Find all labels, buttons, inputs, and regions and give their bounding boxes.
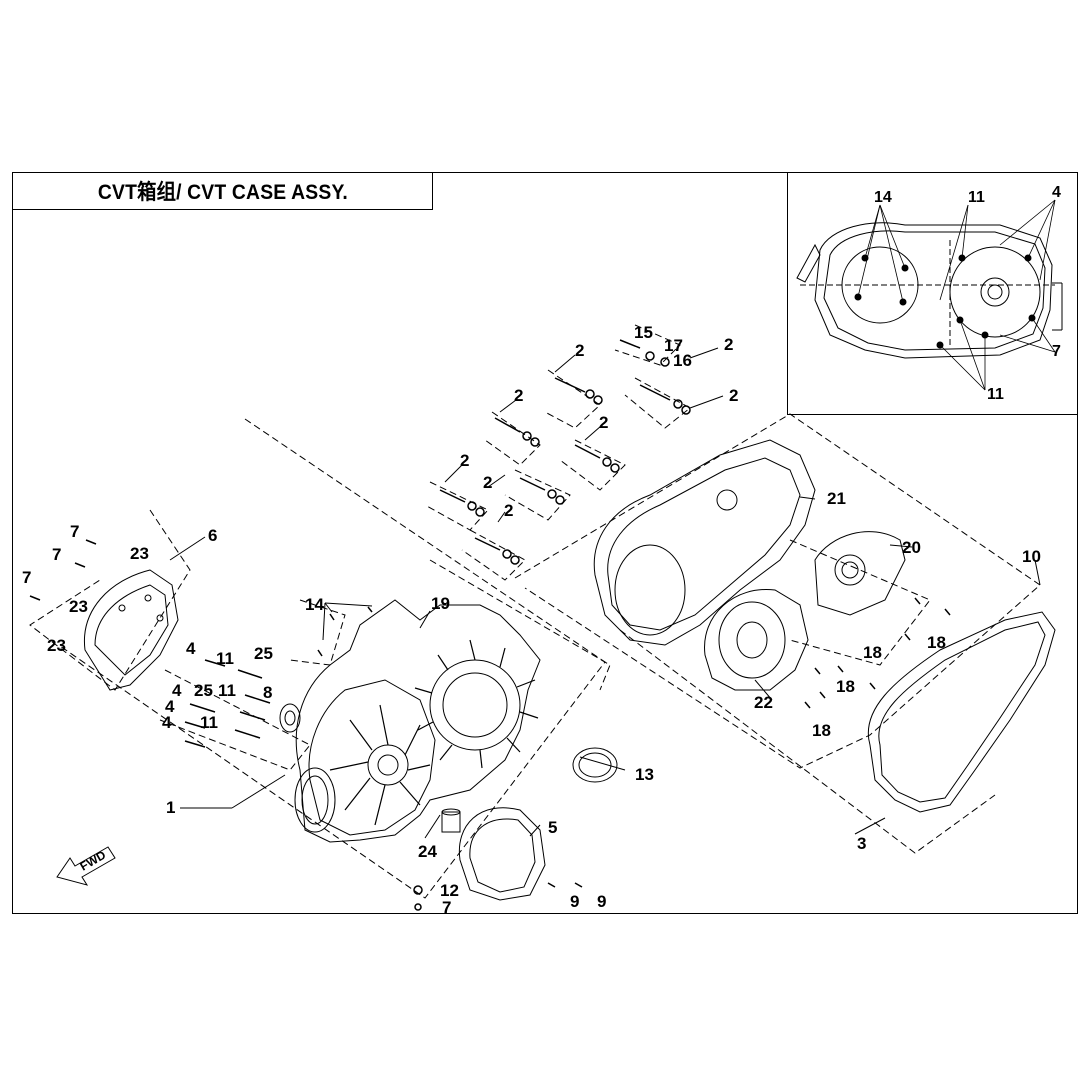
part-21-outer-cover [593, 439, 816, 646]
inset-callout-4: 4 [1052, 184, 1061, 201]
title-block: CVT箱组/ CVT CASE ASSY. [12, 172, 433, 210]
inset-detail-frame [787, 172, 1078, 415]
callout-13: 13 [635, 765, 654, 784]
drawing-frame [12, 172, 1078, 914]
callout-5: 5 [548, 818, 557, 837]
part-3-gasket [867, 611, 1056, 813]
callout-15: 15 [634, 323, 653, 342]
callout-2: 2 [504, 501, 513, 520]
callout-16: 16 [673, 351, 692, 370]
part-6-shield [83, 569, 179, 691]
page-title: CVT箱组/ CVT CASE ASSY. [97, 181, 348, 204]
callout-6: 6 [208, 526, 217, 545]
callout-2: 2 [575, 341, 584, 360]
bolts-bottom [413, 882, 583, 911]
inset-callout-11: 11 [968, 189, 985, 206]
bolts-top [439, 339, 691, 565]
part-1-cvt-case [294, 599, 541, 843]
callout-7: 7 [22, 568, 31, 587]
part-22-housing [704, 588, 809, 691]
fwd-arrow-icon [56, 846, 116, 886]
callout-22: 22 [754, 693, 773, 712]
part-24-sleeve [441, 808, 461, 833]
callout-20: 20 [902, 538, 921, 557]
callout-25: 25 [194, 681, 213, 700]
callout-4: 4 [186, 639, 196, 658]
callout-18: 18 [863, 643, 882, 662]
inset-callout-14: 14 [874, 189, 892, 206]
bolts-left [29, 539, 373, 748]
callout-2: 2 [599, 413, 608, 432]
callout-4: 4 [165, 697, 175, 716]
callout-7: 7 [52, 545, 61, 564]
callout-9: 9 [570, 892, 579, 911]
callout-7: 7 [70, 522, 79, 541]
callout-2: 2 [724, 335, 733, 354]
fwd-label: FWD [78, 848, 109, 874]
callout-1: 1 [166, 798, 175, 817]
callout-23: 23 [69, 597, 88, 616]
bolts-part-18 [804, 597, 951, 709]
callout-24: 24 [418, 842, 437, 861]
part-5-gasket [458, 807, 546, 901]
callout-2: 2 [460, 451, 469, 470]
callout-18: 18 [836, 677, 855, 696]
callout-18: 18 [927, 633, 946, 652]
callout-11: 11 [216, 649, 234, 668]
callout-19: 19 [431, 594, 450, 613]
callout-labels: 1 2 2 2 2 2 2 2 2 3 4 4 4 4 5 6 7 7 7 7 … [22, 184, 1061, 917]
callout-18: 18 [812, 721, 831, 740]
part-13-seal [572, 747, 618, 783]
callout-12: 12 [440, 881, 459, 900]
part-20-plate [814, 531, 906, 616]
callout-2: 2 [514, 386, 523, 405]
callout-17: 17 [664, 336, 683, 355]
inset-callout-7: 7 [1052, 343, 1061, 360]
callout-2: 2 [729, 386, 738, 405]
callout-21: 21 [827, 489, 846, 508]
callout-4: 4 [162, 713, 172, 732]
callout-9: 9 [597, 892, 606, 911]
callout-3: 3 [857, 834, 866, 853]
callout-23: 23 [47, 636, 66, 655]
callout-11: 11 [218, 681, 236, 700]
inset-callout-11: 11 [987, 386, 1004, 403]
part-8-bearing [279, 703, 301, 733]
callout-10: 10 [1022, 547, 1041, 566]
callout-14: 14 [305, 595, 324, 614]
callout-7: 7 [442, 898, 451, 917]
callout-4: 4 [172, 681, 182, 700]
callout-11: 11 [200, 713, 218, 732]
callout-2: 2 [483, 473, 492, 492]
inset-case-view [796, 199, 1063, 391]
group-outlines [29, 324, 1041, 899]
callout-8: 8 [263, 683, 272, 702]
callout-23: 23 [130, 544, 149, 563]
leader-lines [169, 347, 1041, 839]
callout-25: 25 [254, 644, 273, 663]
